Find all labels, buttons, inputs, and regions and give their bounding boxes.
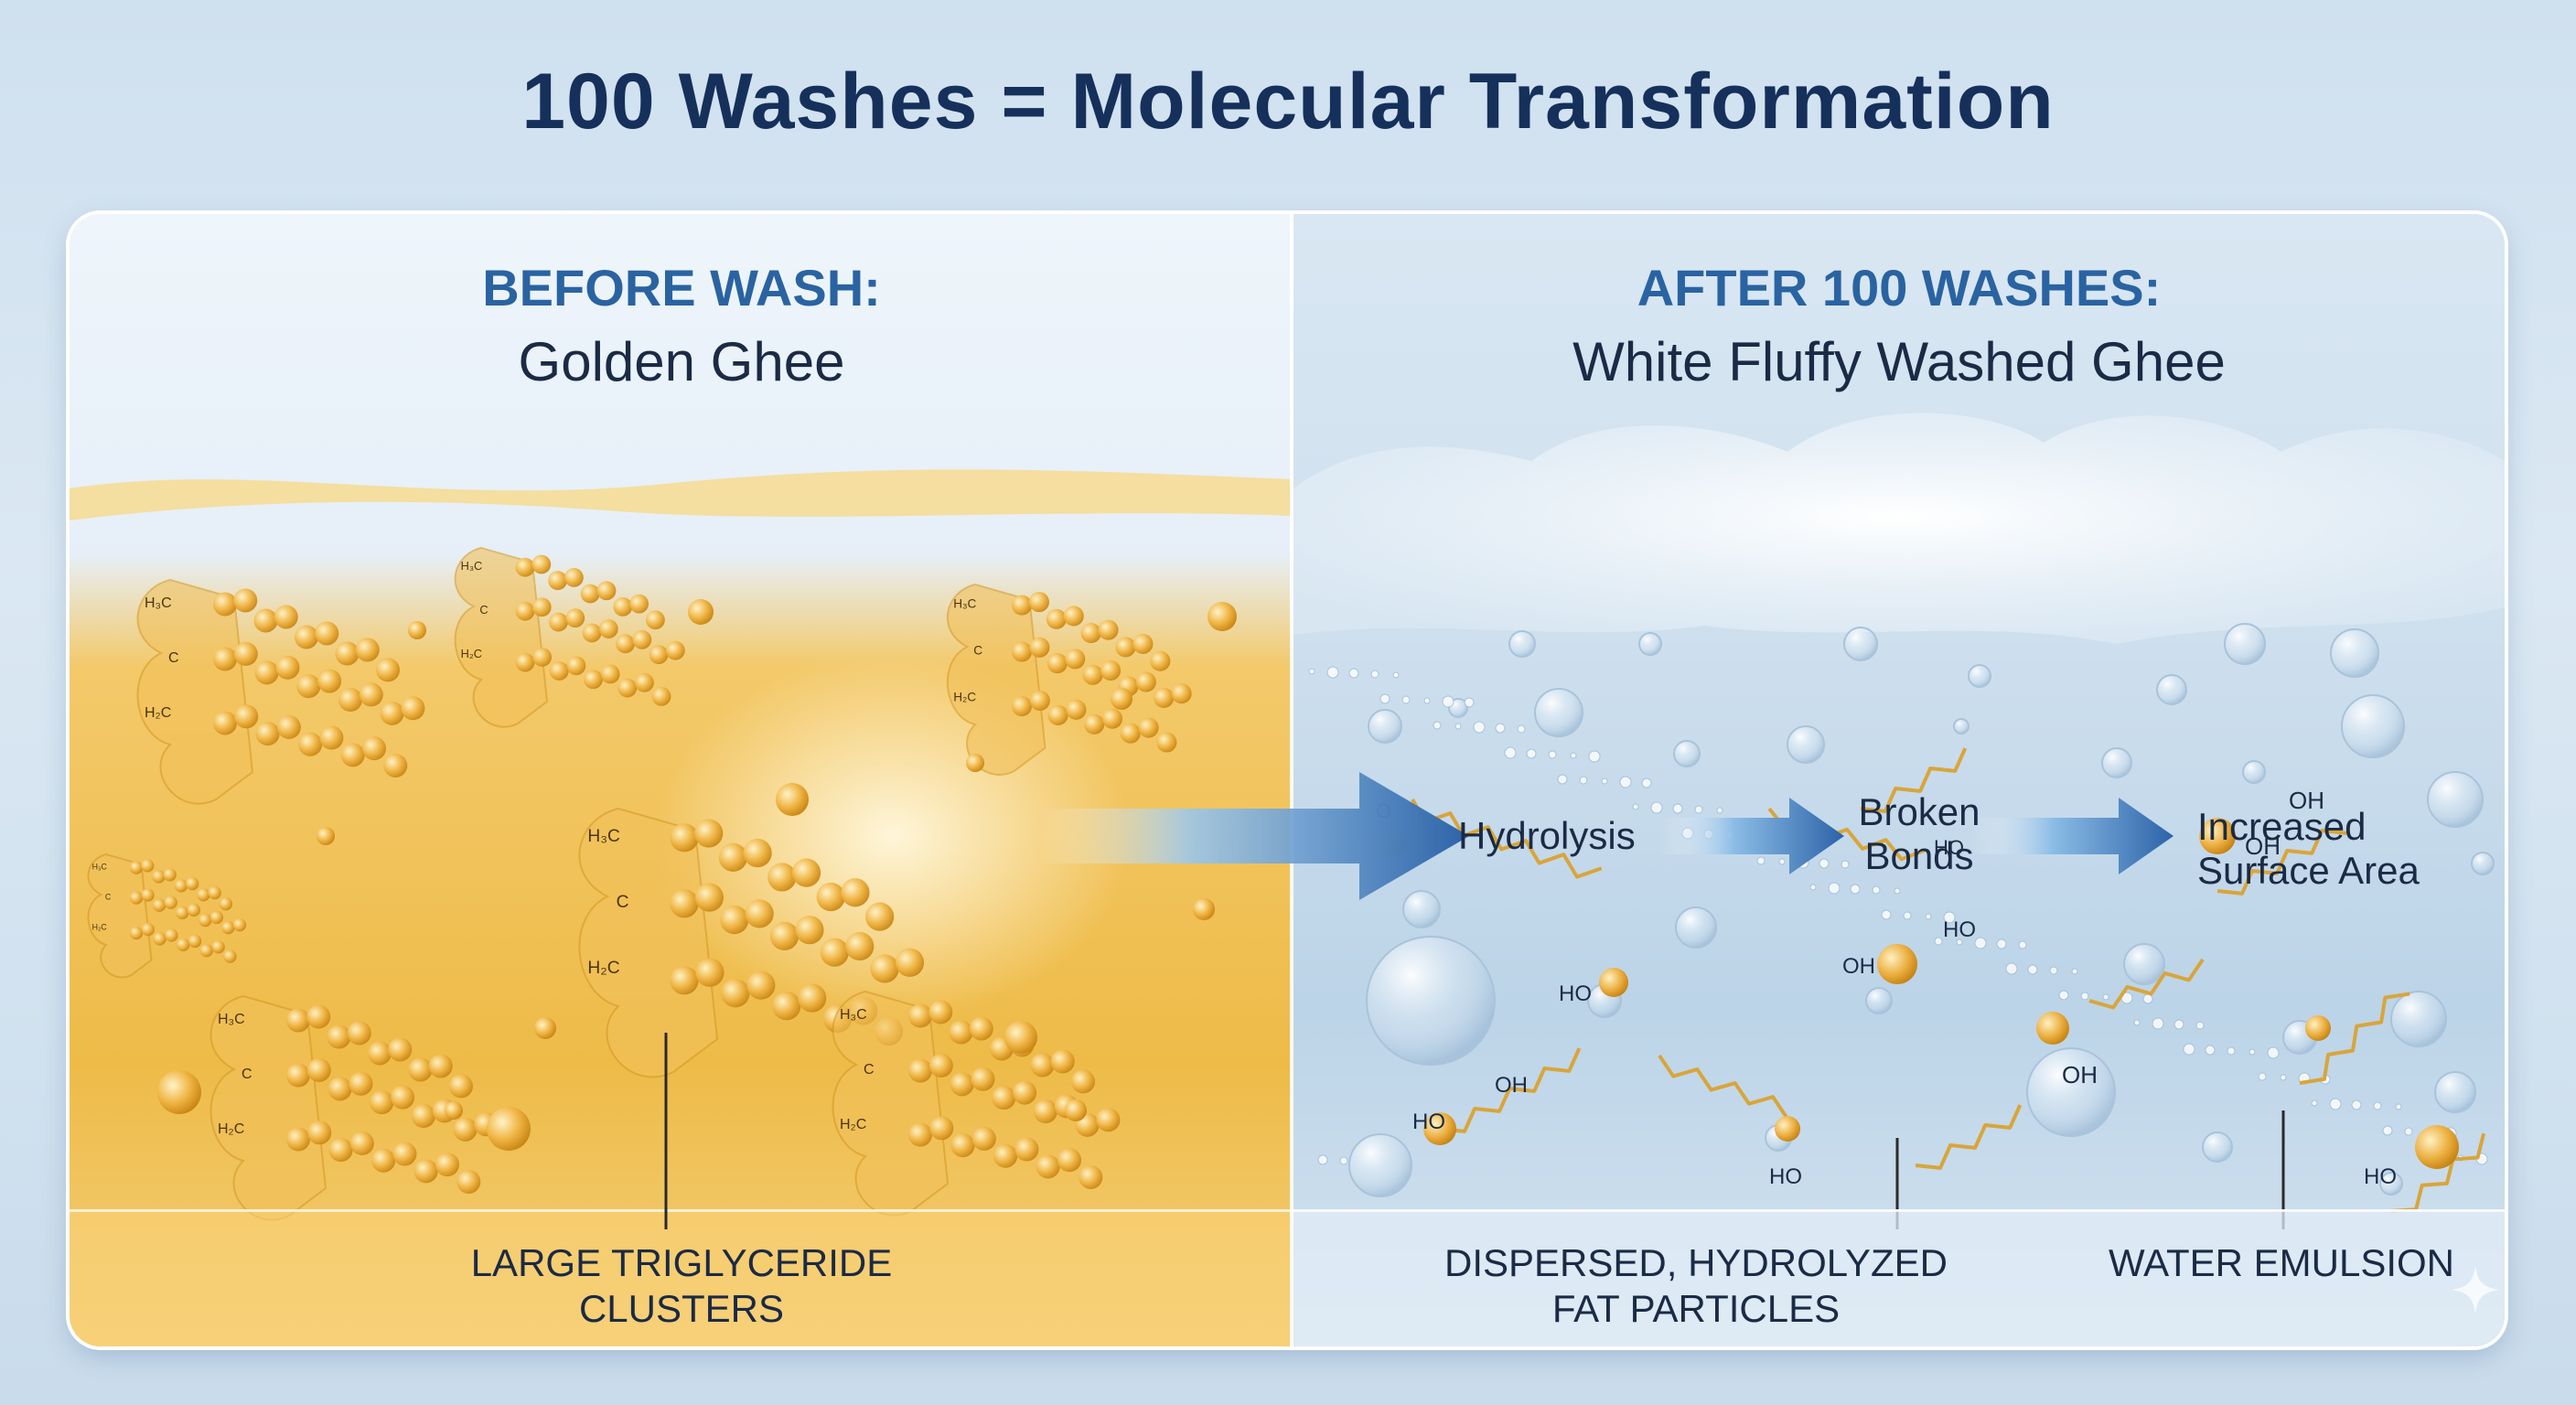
before-subheading: Golden Ghee bbox=[518, 331, 845, 392]
triglyceride-caption-line1: LARGE TRIGLYCERIDE bbox=[470, 1241, 893, 1284]
svg-text:C: C bbox=[479, 603, 488, 617]
emulsion-caption: WATER EMULSION bbox=[2108, 1241, 2455, 1284]
svg-text:H₃C: H₃C bbox=[953, 597, 976, 611]
svg-text:H₃C: H₃C bbox=[587, 827, 620, 846]
broken-bonds-line2: Bonds bbox=[1864, 834, 1974, 877]
svg-text:HO: HO bbox=[1559, 981, 1592, 1006]
svg-text:H₂C: H₂C bbox=[218, 1121, 244, 1137]
triglyceride-caption: LARGE TRIGLYCERIDE CLUSTERS bbox=[467, 1240, 896, 1332]
triglyceride-cluster: H₃C C H₂C bbox=[87, 853, 247, 979]
surface-area-label: Increased Surface Area bbox=[2197, 805, 2420, 893]
triglyceride-cluster: H₃C C H₂C bbox=[136, 578, 425, 805]
svg-text:H₃C: H₃C bbox=[840, 1007, 867, 1023]
svg-text:H₃C: H₃C bbox=[218, 1012, 245, 1027]
before-heading: BEFORE WASH: bbox=[482, 259, 881, 316]
svg-text:H₃C: H₃C bbox=[145, 595, 172, 611]
surface-area-line2: Surface Area bbox=[2197, 849, 2420, 892]
hydrolysis-label: Hydrolysis bbox=[1458, 814, 1636, 857]
svg-text:OH: OH bbox=[2245, 832, 2281, 860]
before-header: BEFORE WASH: Golden Ghee bbox=[70, 258, 1293, 393]
svg-text:C: C bbox=[168, 650, 179, 666]
hydrolyzed-caption-line2: FAT PARTICLES bbox=[1551, 1287, 1841, 1330]
svg-text:H₂C: H₂C bbox=[461, 647, 482, 660]
svg-text:C: C bbox=[973, 644, 982, 658]
svg-text:H₂C: H₂C bbox=[840, 1117, 866, 1132]
svg-text:C: C bbox=[864, 1062, 875, 1078]
svg-text:OH: OH bbox=[2062, 1061, 2098, 1089]
svg-text:H₂C: H₂C bbox=[145, 705, 171, 721]
svg-text:HO: HO bbox=[1934, 836, 1964, 859]
svg-text:C: C bbox=[105, 893, 112, 902]
svg-text:HO: HO bbox=[2364, 1164, 2397, 1189]
after-heading: AFTER 100 WASHES: bbox=[1637, 259, 2162, 316]
surface-area-line1: Increased bbox=[2197, 805, 2367, 848]
triglyceride-caption-line2: CLUSTERS bbox=[578, 1287, 785, 1330]
broken-bonds-label: Broken Bonds bbox=[1846, 790, 1992, 878]
svg-text:C: C bbox=[617, 893, 629, 912]
svg-text:H₂C: H₂C bbox=[953, 691, 976, 704]
washed-ghee-illustration: O OH OH OH HO HO OH HO HO OH HO HO bbox=[1293, 413, 2505, 1229]
triglyceride-cluster: H₃C C H₂C bbox=[946, 583, 1192, 776]
svg-text:H₂C: H₂C bbox=[92, 923, 108, 932]
hydrolyzed-caption-line1: DISPERSED, HYDROLYZED bbox=[1444, 1241, 1948, 1284]
svg-text:H₃C: H₃C bbox=[92, 863, 108, 872]
sparkle-icon bbox=[2452, 1266, 2499, 1314]
page-title: 100 Washes = Molecular Transformation bbox=[521, 58, 2055, 145]
svg-text:H₂C: H₂C bbox=[587, 959, 619, 978]
ghee-liquid-illustration: H₃CCH₂CH₃CCH₂CH₃CCH₂CH₃CCH₂CH₃CCH₂CH₃CCH… bbox=[70, 469, 1293, 1221]
svg-text:OH: OH bbox=[1842, 954, 1875, 979]
svg-text:HO: HO bbox=[1943, 917, 1976, 942]
after-subheading: White Fluffy Washed Ghee bbox=[1572, 331, 2226, 392]
svg-text:OH: OH bbox=[2289, 787, 2324, 814]
triglyceride-cluster: H₃C C H₂C bbox=[454, 546, 685, 728]
triglyceride-cluster: H₃C C H₂C bbox=[209, 994, 499, 1221]
hydrolyzed-caption: DISPERSED, HYDROLYZED FAT PARTICLES bbox=[1440, 1240, 1952, 1332]
svg-text:O: O bbox=[1376, 799, 1391, 822]
after-header: AFTER 100 WASHES: White Fluffy Washed Gh… bbox=[1293, 258, 2505, 393]
after-label-strip bbox=[1293, 1209, 2505, 1346]
svg-text:HO: HO bbox=[1769, 1164, 1802, 1189]
broken-bonds-line1: Broken bbox=[1858, 790, 1980, 833]
svg-text:H₃C: H₃C bbox=[461, 559, 483, 573]
before-label-strip bbox=[70, 1209, 1293, 1346]
svg-text:OH: OH bbox=[1495, 1073, 1528, 1098]
svg-text:HO: HO bbox=[1412, 1110, 1445, 1134]
after-wash-panel: O OH OH OH HO HO OH HO HO OH HO HO AFTER 100 WASHES… bbox=[1293, 214, 2505, 1346]
svg-text:C: C bbox=[242, 1067, 252, 1082]
